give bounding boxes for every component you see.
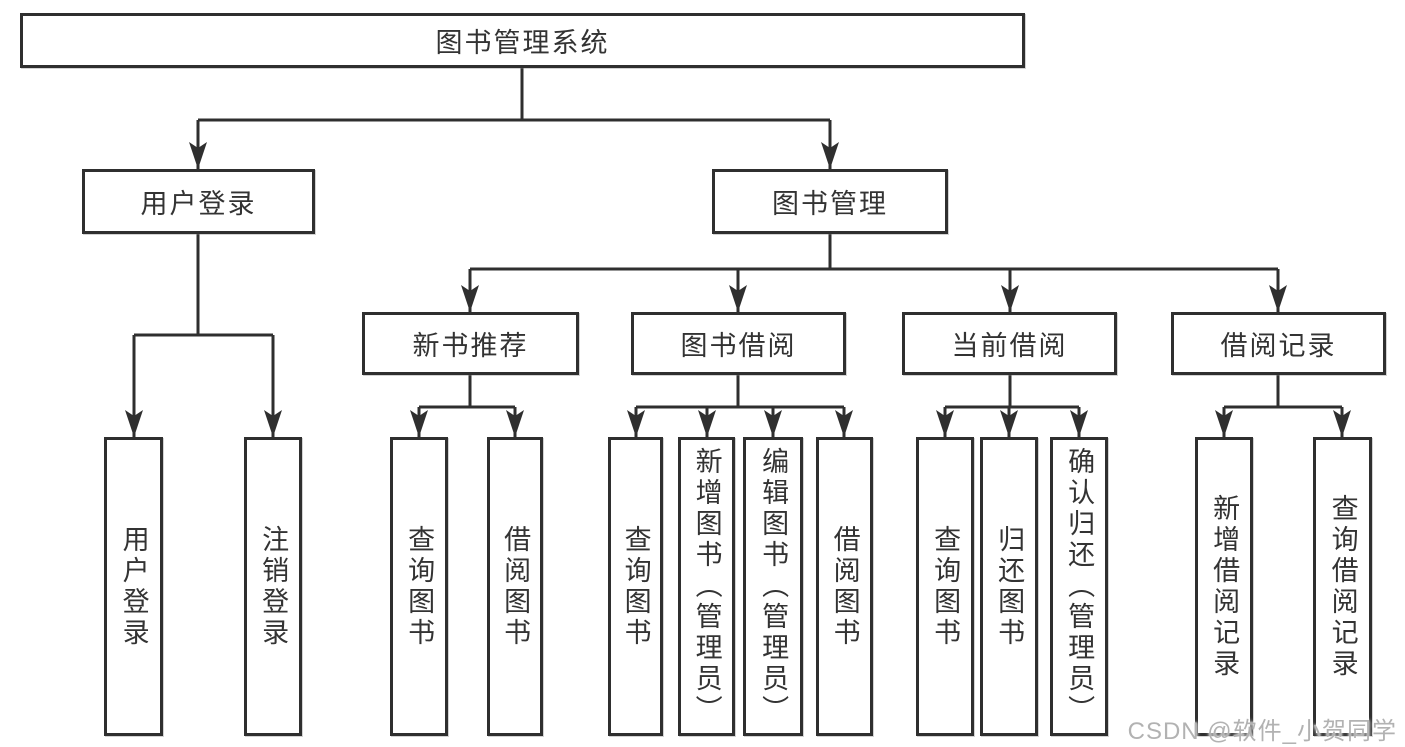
node-borrow-records: 借阅记录 [1171, 312, 1386, 375]
node-book-management: 图书管理 [712, 169, 948, 234]
leaf-query-borrow-record: 查询借阅记录 [1313, 437, 1372, 736]
leaf-edit-books-admin-label: 编辑图书（管理员） [758, 447, 789, 726]
leaf-query-books-current: 查询图书 [916, 437, 974, 736]
leaf-return-books-label: 归还图书 [994, 524, 1025, 649]
connector-borrow-records-section [1215, 375, 1351, 437]
leaf-query-books-borrow-label: 查询图书 [620, 524, 651, 649]
leaf-add-borrow-record: 新增借阅记录 [1195, 437, 1253, 736]
leaf-borrow-books-label: 借阅图书 [829, 524, 860, 649]
connector-current-borrow-section [936, 375, 1088, 437]
leaf-add-borrow-record-label: 新增借阅记录 [1209, 493, 1240, 680]
connector-user-branch [125, 234, 282, 437]
leaf-borrow-books: 借阅图书 [816, 437, 873, 736]
leaf-add-books-admin: 新增图书（管理员） [678, 437, 735, 736]
node-root: 图书管理系统 [20, 13, 1025, 68]
leaf-edit-books-admin: 编辑图书（管理员） [743, 437, 803, 736]
leaf-query-books-recommend-label: 查询图书 [404, 524, 435, 649]
leaf-logout-label: 注销登录 [258, 524, 289, 649]
node-root-label: 图书管理系统 [435, 28, 610, 58]
leaf-query-books-current-label: 查询图书 [930, 524, 961, 649]
node-new-book-recommend-label: 新书推荐 [412, 331, 529, 361]
node-book-borrow-label: 图书借阅 [680, 331, 797, 361]
node-new-book-recommend: 新书推荐 [362, 312, 579, 375]
connector-new-book-section [410, 375, 524, 437]
connector-book-borrow-section [627, 375, 853, 437]
connector-root [189, 68, 839, 169]
leaf-borrow-books-recommend: 借阅图书 [487, 437, 543, 736]
leaf-return-books: 归还图书 [980, 437, 1038, 736]
node-user-login-branch-label: 用户登录 [140, 189, 257, 219]
leaf-user-login-label: 用户登录 [118, 524, 149, 649]
leaf-query-borrow-record-label: 查询借阅记录 [1327, 493, 1358, 680]
leaf-query-books-recommend: 查询图书 [390, 437, 448, 736]
leaf-confirm-return-admin: 确认归还（管理员） [1050, 437, 1108, 736]
leaf-confirm-return-admin-label: 确认归还（管理员） [1064, 447, 1095, 726]
leaf-add-books-admin-label: 新增图书（管理员） [691, 447, 722, 726]
leaf-user-login: 用户登录 [104, 437, 163, 736]
leaf-query-books-borrow: 查询图书 [608, 437, 663, 736]
node-book-borrow: 图书借阅 [631, 312, 846, 375]
leaf-logout: 注销登录 [244, 437, 302, 736]
node-current-borrow: 当前借阅 [902, 312, 1117, 375]
node-user-login-branch: 用户登录 [82, 169, 315, 234]
connector-book-branch [461, 234, 1287, 312]
leaf-borrow-books-recommend-label: 借阅图书 [500, 524, 531, 649]
node-borrow-records-label: 借阅记录 [1220, 331, 1337, 361]
csdn-watermark: CSDN @软件_小贺同学 [1127, 718, 1397, 745]
node-current-borrow-label: 当前借阅 [951, 331, 1068, 361]
node-book-management-label: 图书管理 [772, 189, 888, 219]
